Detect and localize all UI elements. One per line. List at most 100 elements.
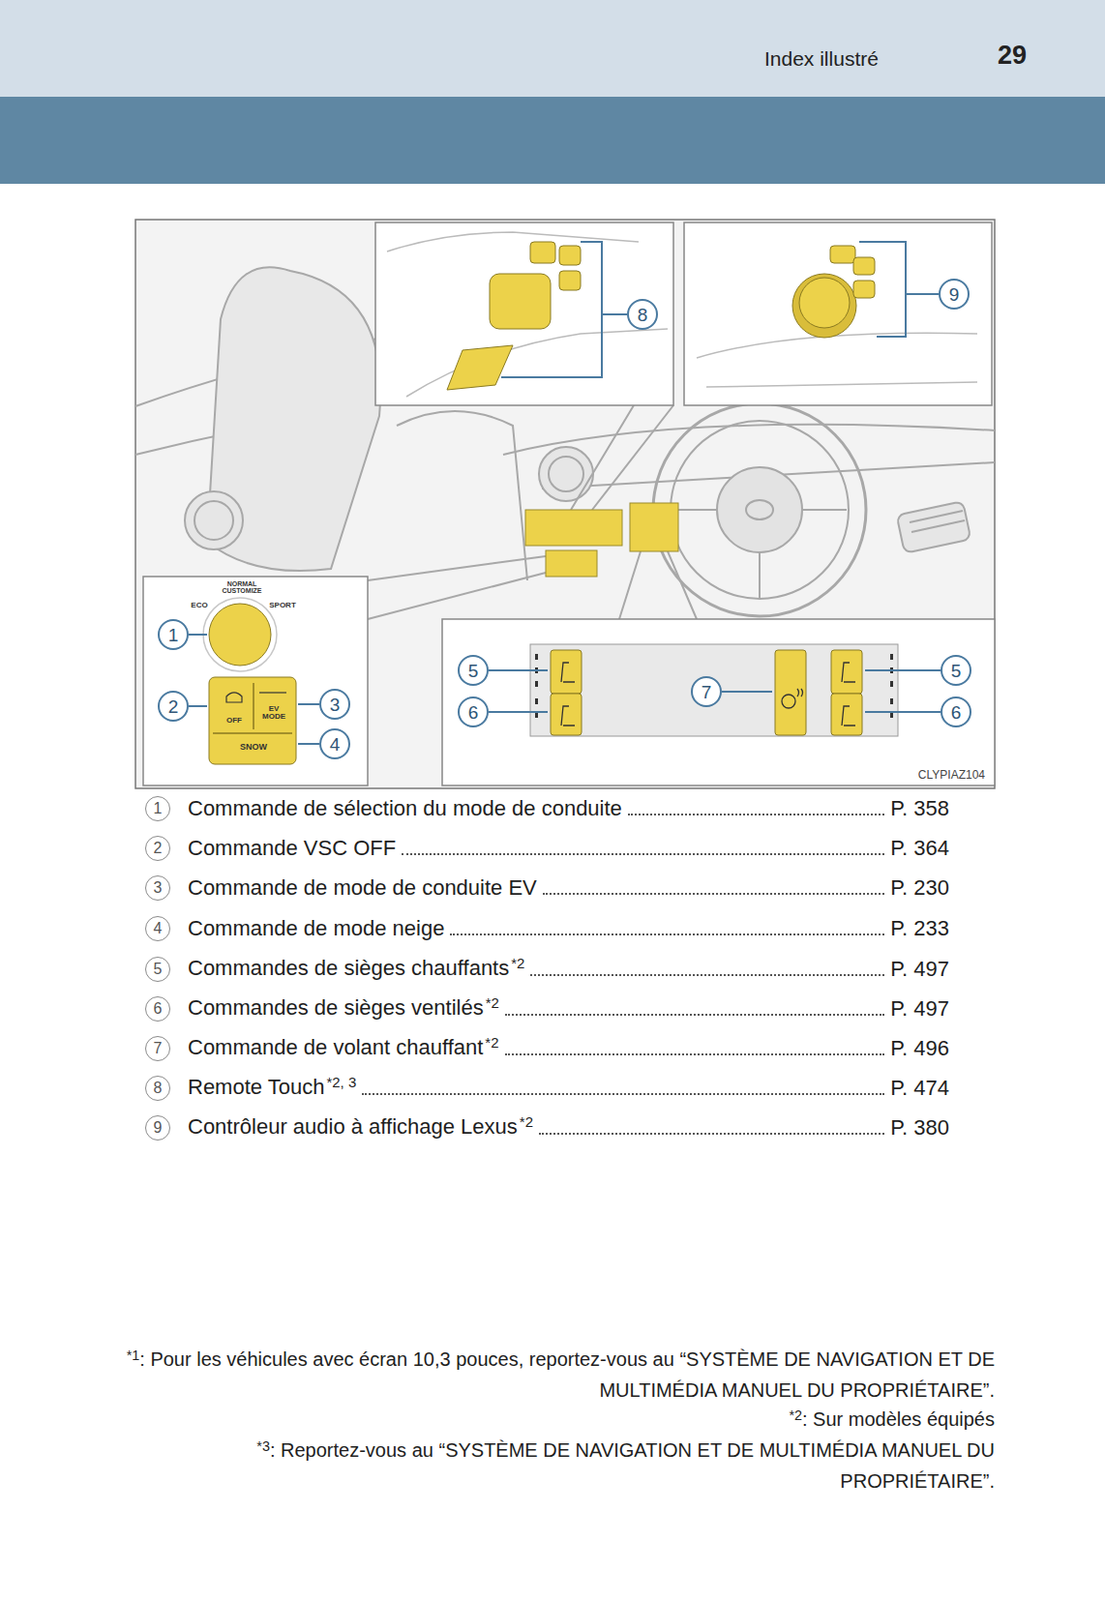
illustration-part [797,688,804,697]
footnote-mark: *1 [126,1347,141,1364]
footnote: *3: Reportez-vous au “SYSTÈME DE NAVIGAT… [100,1435,995,1496]
index-row: 8Remote Touch*2, 3P. 474 [145,1073,950,1105]
footnote-ref: *2, 3 [326,1074,357,1091]
callout-number: 5 [457,655,489,687]
callout-number: 7 [690,676,722,708]
illustration-part [890,698,894,705]
illustration-part [746,500,774,520]
item-number-circle: 5 [145,956,171,983]
item-name: Commande de volant chauffant [187,1035,483,1060]
illustration-part [721,690,773,693]
dot-leader [542,893,885,896]
page-reference: P. 496 [890,1033,950,1065]
illustration-part [601,313,628,316]
back-button [559,245,581,266]
callout-number-text: 6 [951,703,962,722]
callout-number-text: 9 [949,285,960,304]
illustration-part [548,456,584,492]
item-name: Commande VSC OFF [187,836,396,861]
illustration-part [619,551,697,620]
seat-heater-button [550,650,582,694]
index-row: 3Commande de mode de conduite EVP. 230 [145,872,950,904]
illustration-part [859,241,906,337]
index-row: 7Commande de volant chauffant*2P. 496 [145,1033,950,1065]
index-row: 5Commandes de sièges chauffants*2P. 497 [145,954,950,986]
item-number-circle: 6 [145,996,171,1022]
callout-number: 8 [627,298,658,330]
audio-dial [799,277,850,329]
item-name: Contrôleur audio à affichage Lexus [187,1114,518,1139]
footnotes: *1: Pour les véhicules avec écran 10,3 p… [100,1344,995,1496]
illustration-part [570,405,674,510]
illustration-frame [135,219,995,789]
illustration-part [535,698,538,705]
item-name: Commande de sélection du mode de conduit… [187,796,623,821]
index-row: 6Commandes de sièges ventilés*2P. 497 [145,993,950,1025]
ev-mark [259,691,287,693]
footnote-text: : Reportez-vous au “SYSTÈME DE NAVIGATIO… [269,1439,995,1493]
bracket-8 [501,241,628,378]
button-text: SNOW [239,743,268,752]
footnote-mark: *3 [256,1438,270,1455]
item-number: 5 [153,961,163,978]
button-icons [561,662,856,726]
illustration-part [890,654,894,660]
illustration-part [535,681,538,687]
item-number: 8 [153,1080,163,1097]
item-number: 1 [153,801,163,817]
illustration-part [781,694,796,709]
inset-drive-mode [143,576,368,786]
illustration-part [488,711,548,714]
remote-touch-area [525,509,623,546]
footnote: *2: Sur modèles équipés [100,1404,995,1436]
callout-number-text: 7 [701,683,713,702]
callout-number: 2 [157,690,189,722]
item-number-circle: 9 [145,1115,171,1141]
dot-leader [401,853,885,856]
page-heading: Index illustré [764,47,879,71]
illustration-part [396,411,528,581]
item-number-circle: 1 [145,796,171,822]
page-reference: P. 380 [890,1112,950,1144]
illustration-part [298,743,320,746]
button-text: NORMAL CUSTOMIZE [219,580,265,596]
footnote-ref: *2 [484,1034,499,1051]
item-name-wrap: Commandes de sièges chauffants*2 [187,953,525,986]
dot-leader [530,974,885,977]
item-number-circle: 8 [145,1075,171,1102]
drive-mode-dial [209,603,271,666]
footnote: *1: Pour les véhicules avec écran 10,3 p… [100,1344,995,1405]
callout-number: 6 [940,696,972,728]
item-number: 6 [153,1001,163,1017]
illustration-part [535,654,538,660]
page-reference: P. 497 [890,993,950,1025]
illustration-part [561,706,575,726]
item-name: Commandes de sièges chauffants [187,955,509,981]
footnote-ref: *2 [485,994,500,1012]
dot-leader [361,1093,885,1096]
index-row: 1 Commande de sélection du mode de condui… [145,793,950,825]
callout-number: 3 [319,688,351,720]
illustration-part [194,501,234,540]
map-button [559,270,581,291]
illustration-part [367,556,546,620]
leader-lines [188,634,320,745]
drive-mode-area [545,550,598,577]
index-row: 4Commande de mode neigeP. 233 [145,913,950,945]
illustration-part [406,328,668,397]
illustration-part [841,662,856,683]
remote-touch-knob [489,273,551,329]
page-reference: P. 364 [890,833,950,865]
dot-leader [449,933,885,936]
image-code: CLYPIAZ104 [916,768,987,782]
illustration-part [561,662,575,683]
illustration-part [706,382,978,388]
item-number-circle: 2 [145,836,171,862]
audio-button [830,245,856,264]
inset-audio-controller [684,222,992,406]
page-reference: P. 233 [890,913,950,945]
dot-leader [505,1053,886,1056]
footnote-ref: *2 [510,955,525,972]
illustration-part [841,706,856,726]
button-text: EV MODE [261,705,287,722]
